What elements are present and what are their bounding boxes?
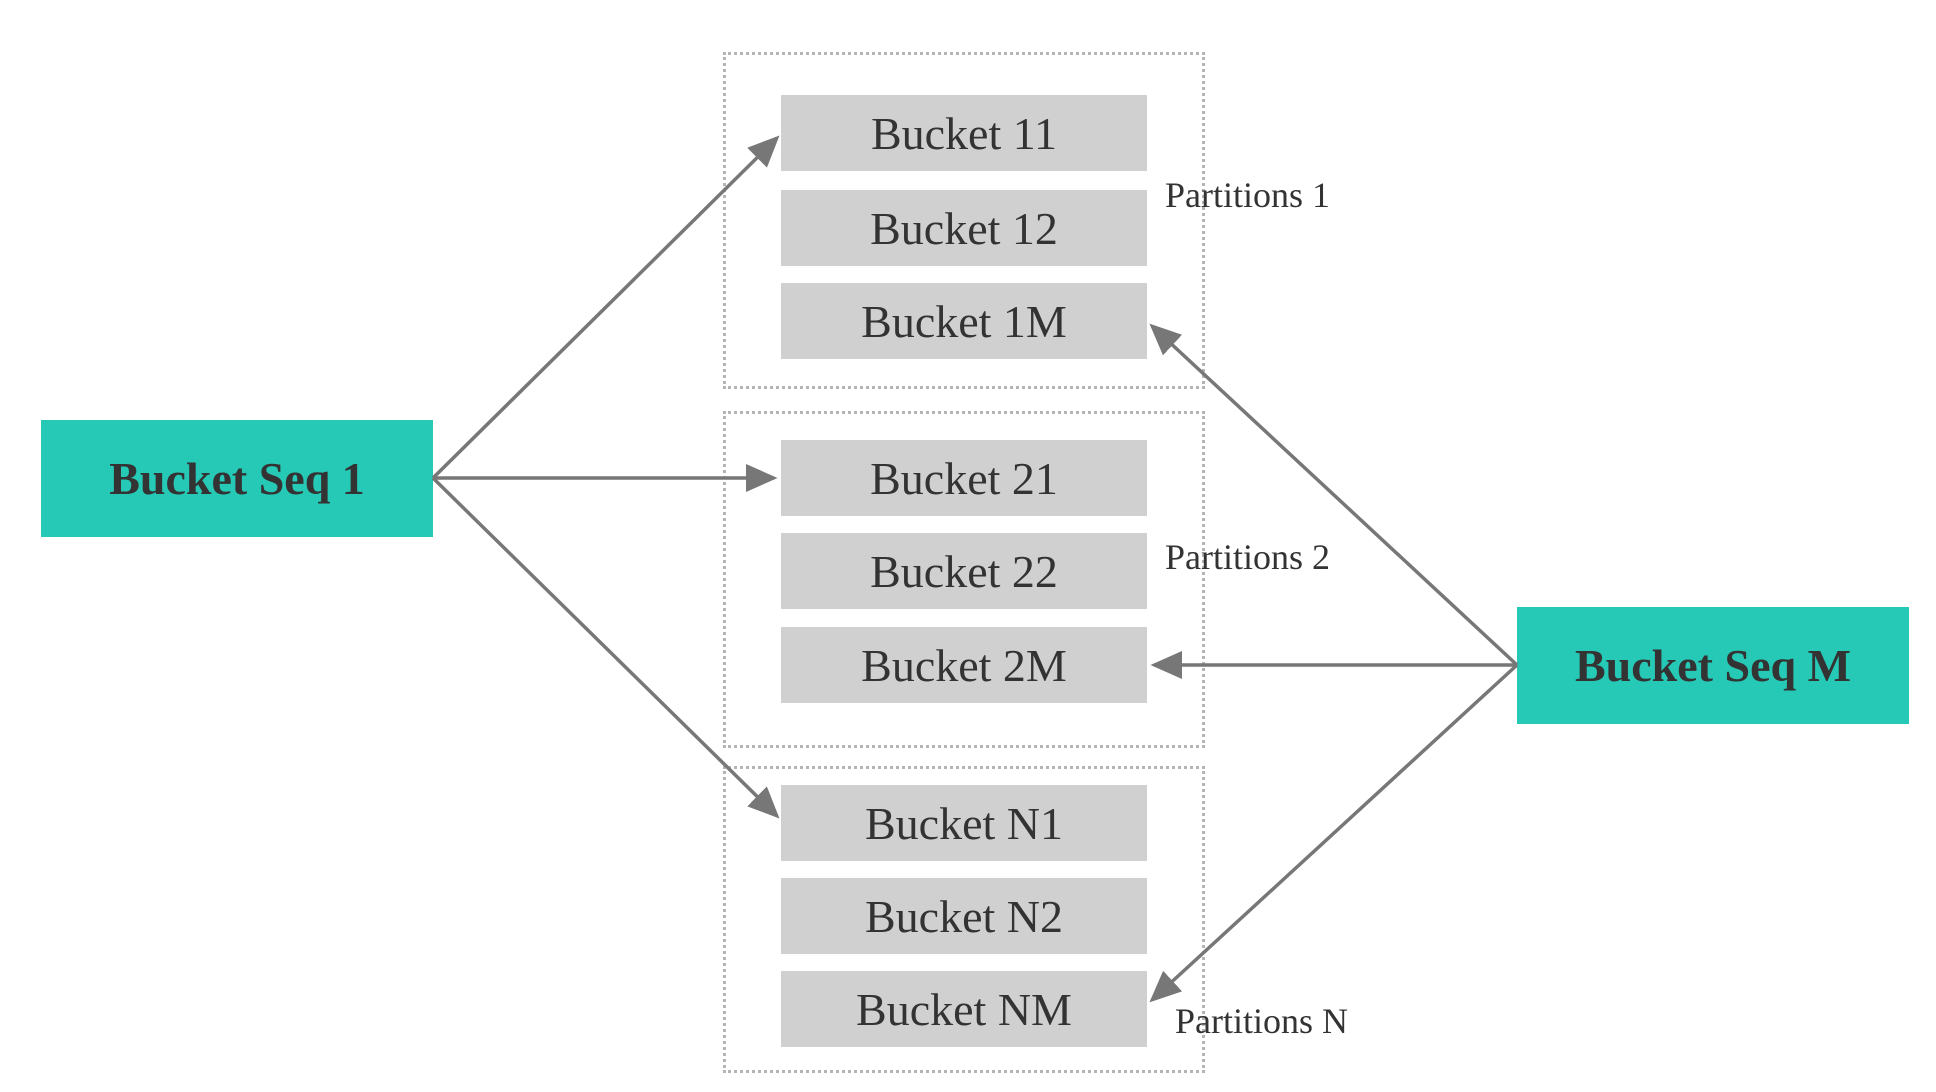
bucket-seq-m: Bucket Seq M — [1517, 607, 1909, 724]
arrow-seqm-to-bucket-nm — [1149, 663, 1519, 1003]
arrow-seq1-to-bucket-11 — [431, 135, 780, 480]
partition-label-1: Partitions 1 — [1165, 175, 1331, 215]
partition-group-n — [723, 766, 1205, 1073]
bucket-11: Bucket 11 — [781, 95, 1147, 171]
arrow-seqm-to-bucket-1m — [1149, 323, 1519, 667]
bucket-n1: Bucket N1 — [781, 785, 1147, 861]
bucket-n2: Bucket N2 — [781, 878, 1147, 954]
partition-group-2 — [723, 411, 1205, 748]
partition-group-1 — [723, 52, 1205, 389]
bucket-nm: Bucket NM — [781, 971, 1147, 1047]
bucket-1m: Bucket 1M — [781, 283, 1147, 359]
bucket-seq-1: Bucket Seq 1 — [41, 420, 433, 537]
arrow-seq1-to-bucket-n1 — [431, 476, 780, 819]
partition-label-n: Partitions N — [1175, 1001, 1349, 1041]
bucket-21: Bucket 21 — [781, 440, 1147, 516]
bucket-12: Bucket 12 — [781, 190, 1147, 266]
bucket-22: Bucket 22 — [781, 533, 1147, 609]
bucket-2m: Bucket 2M — [781, 627, 1147, 703]
partition-label-2: Partitions 2 — [1165, 537, 1331, 577]
